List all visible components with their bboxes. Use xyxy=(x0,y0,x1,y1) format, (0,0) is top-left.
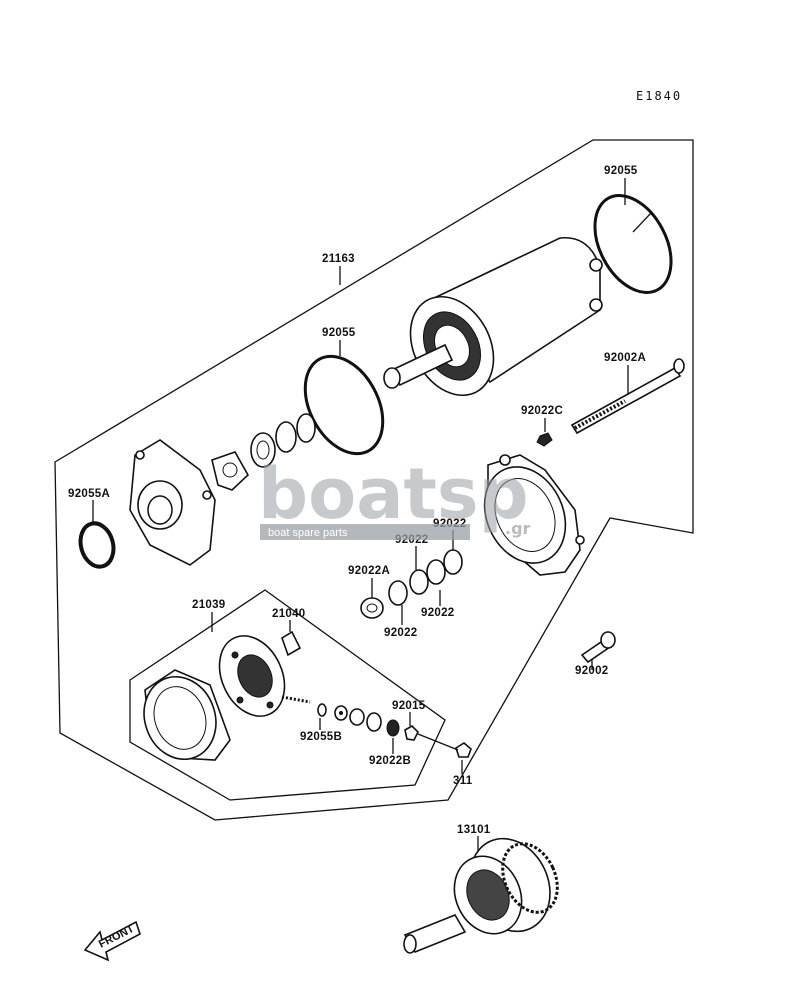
leader-lines xyxy=(92,178,629,852)
washer-stack-front xyxy=(250,413,316,468)
label-92022-c: 92022 xyxy=(421,607,454,619)
nut-92022c xyxy=(536,432,553,447)
o-ring-small-left xyxy=(78,521,116,569)
label-92022c: 92022C xyxy=(521,405,563,417)
label-92055-mid: 92055 xyxy=(322,327,356,339)
brush-assembly-outline xyxy=(129,589,446,801)
starter-motor-yoke xyxy=(383,237,603,397)
brush-spring-clip xyxy=(281,630,302,657)
bolt-92002 xyxy=(580,631,616,664)
brush-plate xyxy=(218,635,286,717)
label-21163: 21163 xyxy=(322,253,355,265)
rear-housing xyxy=(483,454,585,576)
through-bolt-long xyxy=(570,358,685,435)
label-21039: 21039 xyxy=(192,599,225,611)
o-ring-middle xyxy=(303,354,385,456)
label-311: 311 xyxy=(453,775,473,787)
watermark: boatsp .gr boat spare parts xyxy=(258,453,531,540)
o-ring-top xyxy=(593,194,673,294)
label-92015: 92015 xyxy=(392,700,426,712)
watermark-suffix: .gr xyxy=(505,519,531,538)
label-92055a: 92055A xyxy=(68,488,110,500)
brush-housing xyxy=(143,669,231,761)
label-92002: 92002 xyxy=(575,665,608,677)
nut-311 xyxy=(455,742,472,758)
front-cover xyxy=(129,439,216,566)
starter-drive-gear xyxy=(403,837,559,954)
terminal-bolt-stack xyxy=(281,695,419,741)
watermark-tagline-bar xyxy=(260,524,470,540)
label-92022a: 92022A xyxy=(348,565,390,577)
label-92022-d: 92022 xyxy=(384,627,417,639)
diagram-code: E1840 xyxy=(636,89,682,103)
label-92022b: 92022B xyxy=(369,755,411,767)
assembly-outline xyxy=(54,139,694,821)
label-92055b: 92055B xyxy=(300,731,342,743)
front-direction-arrow: FRONT xyxy=(83,920,141,962)
label-92002a: 92002A xyxy=(604,352,646,364)
bearing-retainer xyxy=(211,451,250,491)
label-21040: 21040 xyxy=(272,608,305,620)
watermark-tagline: boat spare parts xyxy=(268,527,348,539)
label-92055-top: 92055 xyxy=(604,165,638,177)
washer-series xyxy=(360,549,463,619)
label-13101: 13101 xyxy=(457,824,491,836)
watermark-brand: boatsp xyxy=(258,453,529,535)
